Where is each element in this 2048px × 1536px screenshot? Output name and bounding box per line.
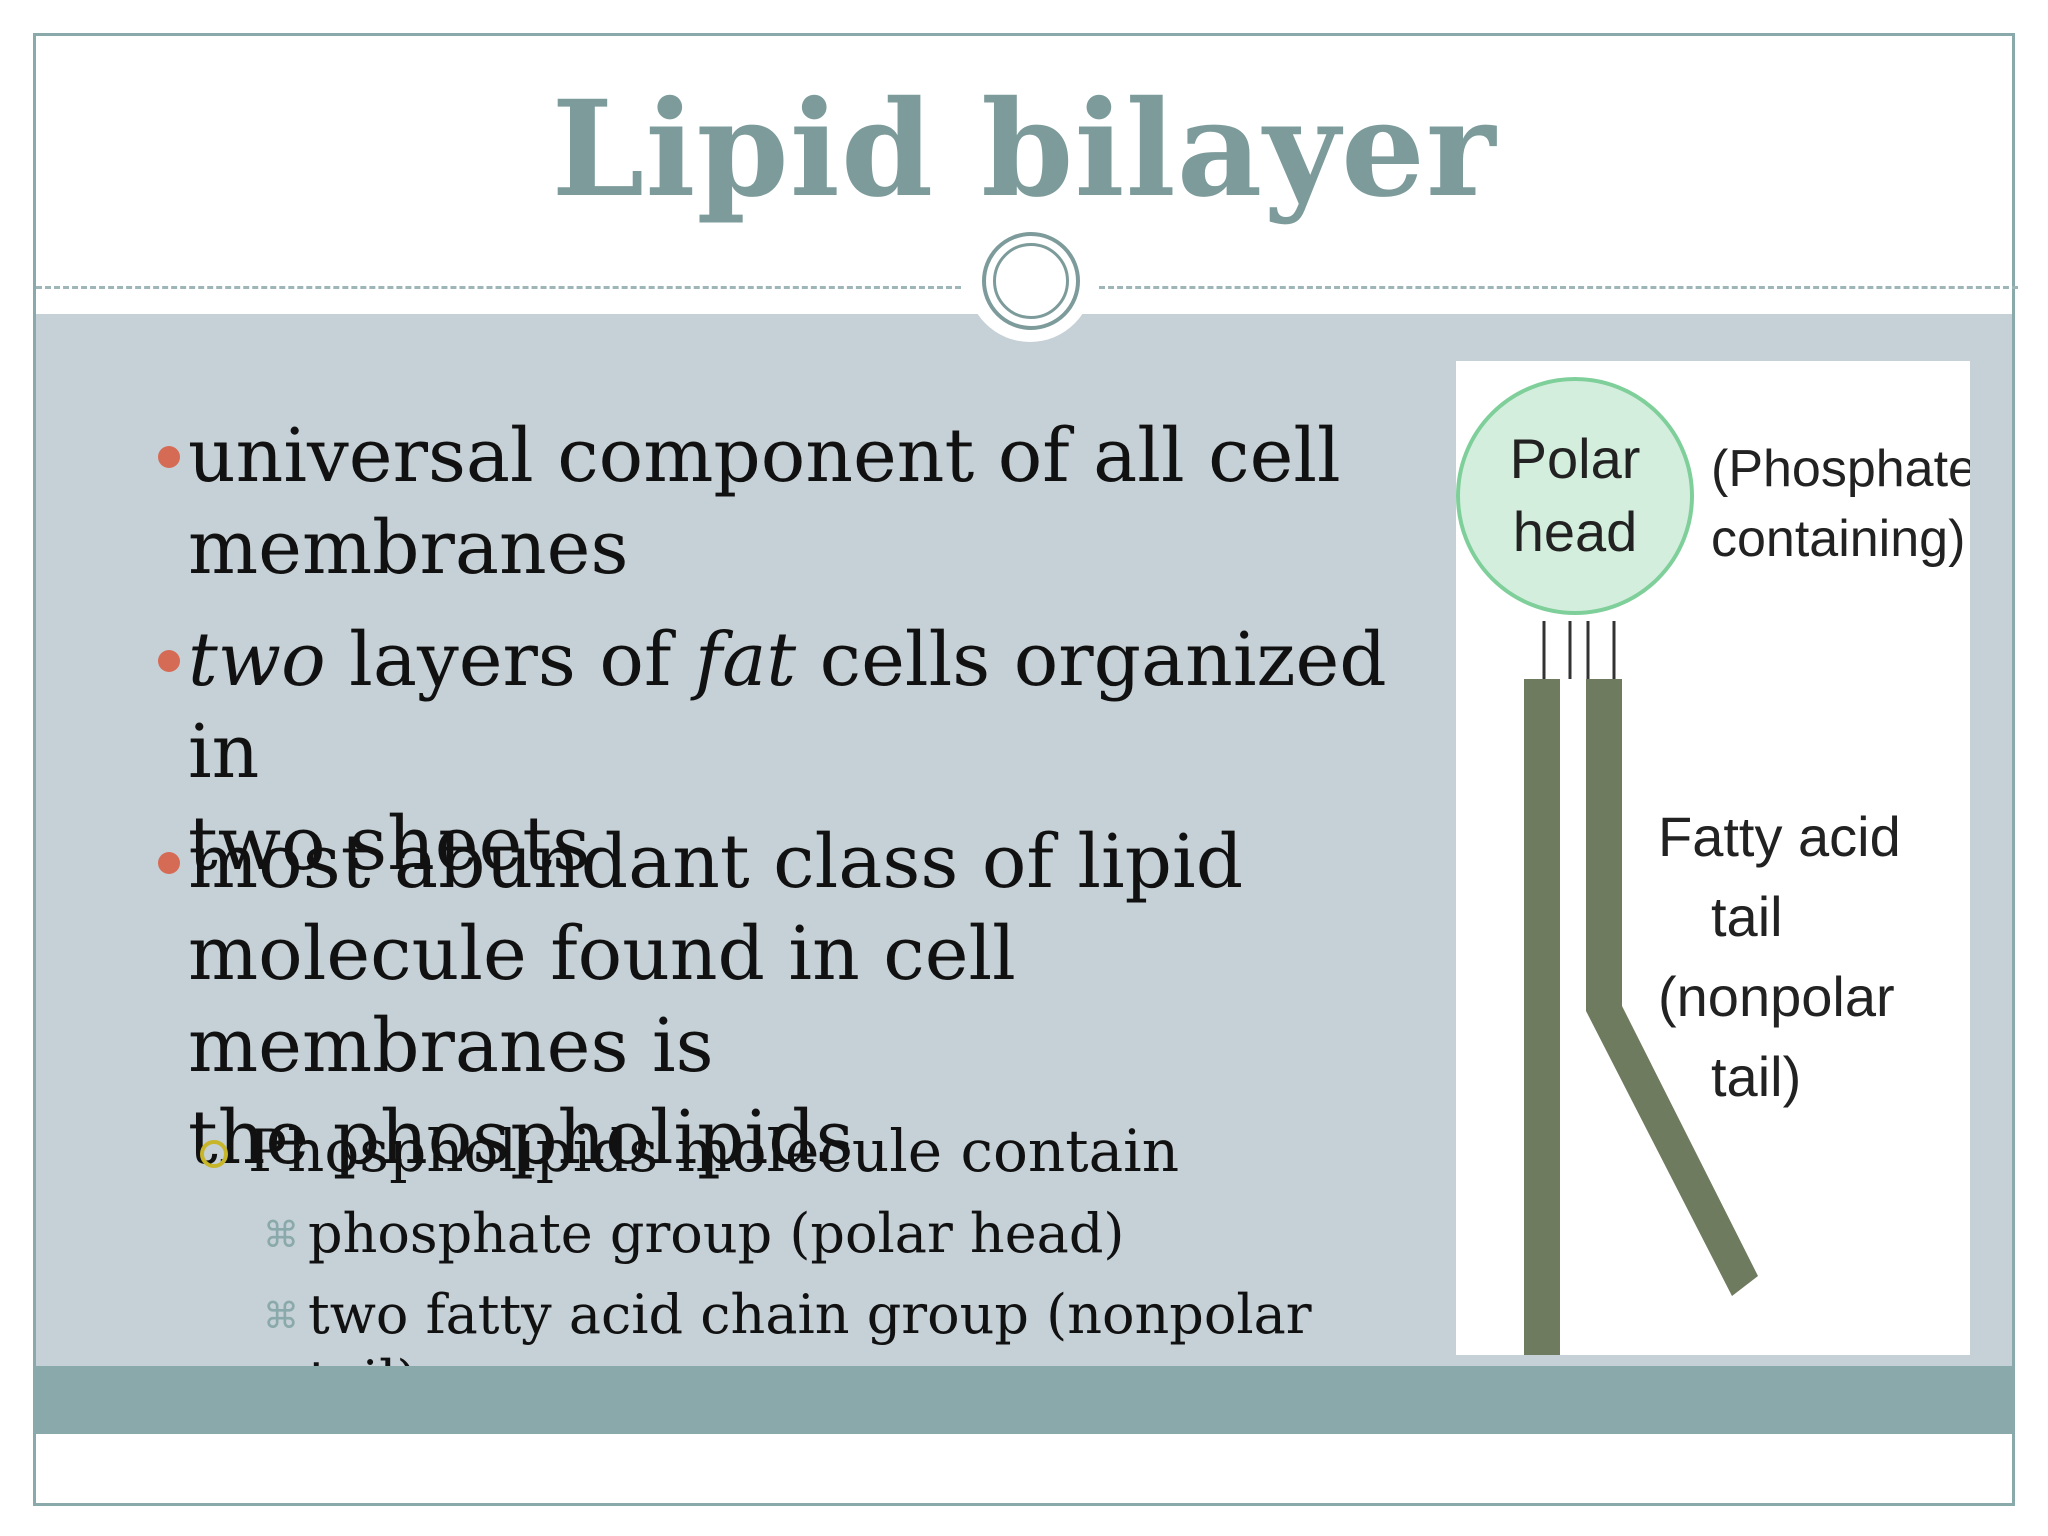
bullet-dot-icon [158,446,180,468]
sub-bullet: Phospholipids molecule contain [200,1116,1448,1186]
tail-label-4: tail) [1711,1045,1801,1108]
sub-sub-bullet-1: ⌘ phosphate group (polar head) [263,1201,1408,1267]
sub-bullet-text: Phospholipids molecule contain [248,1117,1180,1185]
divider-line-left [36,286,961,289]
star-bullet-icon: ⌘ [263,1215,299,1256]
sub-sub-bullet-1-text: phosphate group (polar head) [308,1202,1125,1265]
bullet-dot-icon [158,650,180,672]
slide: Lipid bilayer universal component of all… [33,33,2018,1506]
tail-label-3: (nonpolar [1658,965,1895,1028]
polar-head-label-1: Polar [1510,427,1641,490]
footer-band [36,1366,2012,1434]
slide-title: Lipid bilayer [551,72,1497,227]
phospholipid-diagram: Polar head (Phosphate- containing) Fatty… [1456,361,1970,1355]
bullet-1-line-1: universal component of all cell [188,413,1341,499]
bullet-1: universal component of all cell membrane… [158,410,1478,594]
tail-label-2: tail [1711,885,1783,948]
bullet-dot-icon [158,852,180,874]
phosphate-label-2: containing) [1711,510,1965,568]
bullet-3-line-2: molecule found in cell membranes is [188,911,1016,1089]
bullet-3-line-1: most abundant class of lipid [188,819,1244,905]
polar-head-label-2: head [1513,500,1638,563]
bullet-1-line-2: membranes [188,505,629,591]
bullet-2-line-1: two layers of fat cells organized in [188,617,1387,795]
star-bullet-icon: ⌘ [263,1296,299,1337]
divider-line-right [1099,286,2018,289]
bullet-3-line-3: the phospholipids [188,1095,854,1181]
bullet-3: most abundant class of lipid molecule fo… [158,816,1478,1184]
divider-circle-outer-icon [982,232,1080,330]
fatty-acid-tail-straight [1524,679,1560,1355]
phosphate-label-1: (Phosphate- [1711,440,1970,498]
bullet-2: two layers of fat cells organized in two… [158,614,1478,890]
phospholipid-svg: Polar head (Phosphate- containing) Fatty… [1456,377,1970,1355]
polar-head-circle [1456,377,1694,615]
ring-bullet-icon [200,1140,228,1168]
fatty-acid-tail-bent [1586,679,1758,1296]
bullet-2-line-2: two sheets [188,801,591,887]
content-area: universal component of all cell membrane… [36,314,2012,1434]
divider-circle-inner-icon [993,243,1069,319]
tail-label-1: Fatty acid [1658,805,1901,868]
